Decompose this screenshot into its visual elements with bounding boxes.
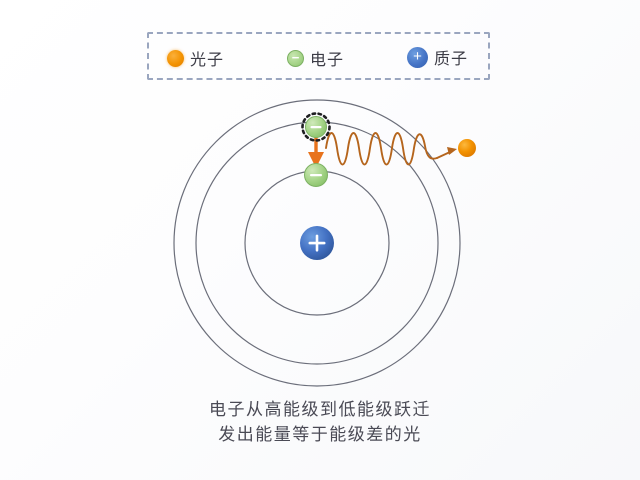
legend-item-proton: + 质子 [407, 45, 468, 69]
electron-excited-minus-icon [310, 126, 322, 129]
electron-dot-icon: − [287, 49, 304, 67]
photon-arrowhead-icon [447, 147, 457, 155]
legend-label-photon: 光子 [190, 50, 225, 69]
orbit-shell-outer [173, 99, 461, 387]
minus-sign-icon: − [291, 50, 300, 65]
caption: 电子从高能级到低能级跃迁 发出能量等于能级差的光 [0, 398, 640, 448]
photon-dot-icon [167, 49, 184, 67]
photon-emitted [458, 139, 476, 157]
photon-wave-tail [436, 151, 451, 159]
electron-ground-minus-icon [310, 174, 322, 177]
electron-excited-dashed-ring [301, 112, 331, 142]
legend-label-proton: 质子 [434, 49, 469, 68]
legend-item-electron: − 电子 [287, 46, 344, 70]
legend-label-electron: 电子 [310, 50, 345, 69]
caption-line-1: 电子从高能级到低能级跃迁 [209, 400, 431, 420]
legend-item-photon: 光子 [167, 46, 224, 70]
caption-line-2: 发出能量等于能级差的光 [218, 425, 422, 445]
nucleus-plus-vertical-icon [315, 234, 319, 252]
photon-wave [325, 132, 438, 166]
plus-sign-icon: + [413, 48, 422, 65]
proton-dot-icon: + [407, 46, 428, 68]
legend-box: 光子 − 电子 + 质子 [147, 32, 490, 80]
transition-arrow-head-icon [308, 152, 324, 168]
